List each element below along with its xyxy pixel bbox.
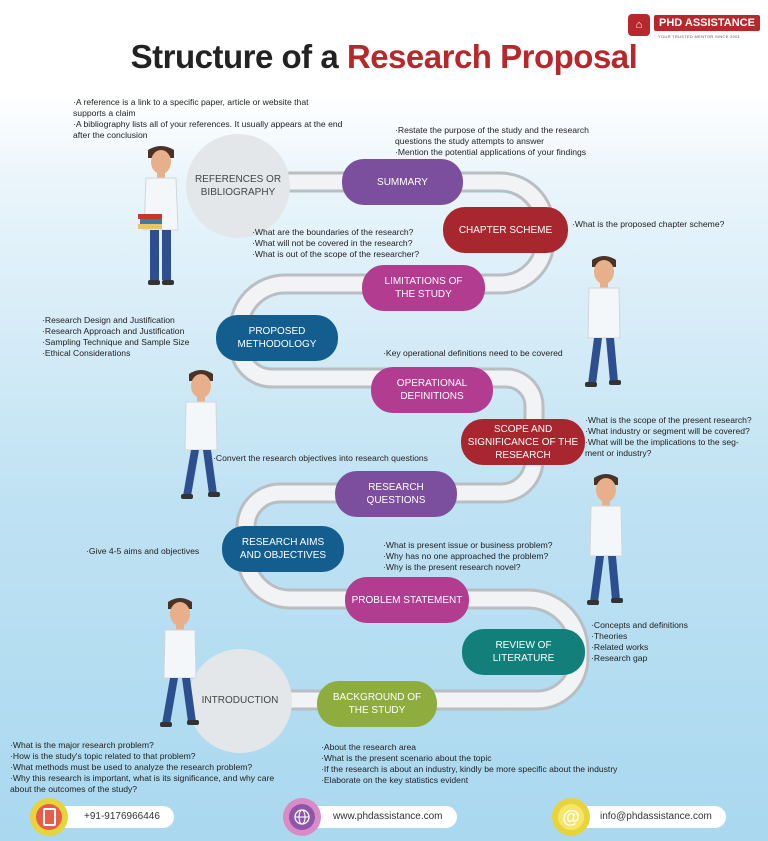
- note-line: ·Research Approach and Justification: [42, 326, 185, 336]
- stage-limitations: LIMITATIONS OF THE STUDY: [362, 265, 485, 311]
- note-line: ·Why this research is important, what is…: [10, 773, 277, 794]
- person-with-books-illustration: [138, 146, 179, 285]
- note-chapter-scheme: ·What is the proposed chapter scheme?: [572, 219, 752, 230]
- stage-operational: OPERATIONAL DEFINITIONS: [371, 367, 493, 413]
- stage-introduction-label: INTRODUCTION: [201, 695, 279, 707]
- stage-references-circle: REFERENCES OR BIBLIOGRAPHY: [186, 134, 290, 238]
- person-walking-illustration: [181, 370, 220, 499]
- stage-operational-label: OPERATIONAL DEFINITIONS: [396, 378, 468, 402]
- note-review: ·Concepts and definitions ·Theories ·Rel…: [591, 620, 711, 664]
- note-line: ·Key operational definitions need to be …: [383, 348, 563, 358]
- note-line: ·What is present issue or business probl…: [383, 540, 553, 550]
- stage-problem: PROBLEM STATEMENT: [345, 577, 469, 623]
- stage-limitations-label: LIMITATIONS OF THE STUDY: [384, 276, 463, 300]
- person-walking-illustration: [585, 256, 621, 387]
- note-line: ·What is the proposed chapter scheme?: [572, 219, 725, 229]
- stage-background: BACKGROUND OF THE STUDY: [317, 681, 437, 727]
- stage-problem-label: PROBLEM STATEMENT: [351, 594, 463, 606]
- person-walking-illustration: [587, 474, 623, 605]
- note-methodology: ·Research Design and Justification ·Rese…: [42, 315, 212, 359]
- title-part-1: Structure of a: [130, 38, 347, 75]
- stage-questions-label: RESEARCH QUESTIONS: [366, 482, 426, 506]
- logo-badge-icon: ⌂: [628, 14, 650, 36]
- note-line: ·What will be the implications to the se…: [585, 437, 739, 447]
- note-line: ·What methods must be used to analyze th…: [10, 762, 253, 772]
- stage-review-label: REVIEW OF LITERATURE: [492, 640, 555, 664]
- logo: ⌂ PHD ASSISTANCE YOUR TRUSTED MENTOR SIN…: [628, 14, 760, 40]
- globe-icon: [283, 798, 321, 836]
- title-part-2: Research Proposal: [346, 38, 638, 75]
- note-questions: ·Convert the research objectives into re…: [213, 453, 458, 464]
- note-summary: ·Restate the purpose of the study and th…: [395, 125, 620, 158]
- note-line: ·What is the major research problem?: [10, 740, 154, 750]
- note-line: ·Give 4-5 aims and objectives: [86, 546, 200, 556]
- note-line: ·Why has no one approached the problem?: [383, 551, 549, 561]
- logo-text: PHD ASSISTANCE: [654, 15, 760, 31]
- note-line: ·What is the scope of the present resear…: [585, 415, 752, 425]
- note-background: ·About the research area ·What is the pr…: [321, 742, 651, 786]
- note-line: ·Mention the potential applications of y…: [395, 147, 587, 157]
- phone-text[interactable]: +91-9176966446: [50, 806, 174, 828]
- stage-methodology: PROPOSED METHODOLOGY: [216, 315, 338, 361]
- note-line: ·What are the boundaries of the research…: [252, 227, 414, 237]
- stage-review: REVIEW OF LITERATURE: [462, 629, 585, 675]
- note-line: ment or industry?: [585, 448, 652, 458]
- stage-scope-label: SCOPE AND SIGNIFICANCE OF THE RESEARCH: [467, 423, 579, 461]
- note-line: ·Why is the present research novel?: [383, 562, 521, 572]
- note-line: ·Research Design and Justification: [42, 315, 175, 325]
- note-line: ·Sampling Technique and Sample Size: [42, 337, 190, 347]
- stage-introduction-circle: INTRODUCTION: [188, 649, 292, 753]
- stage-methodology-label: PROPOSED METHODOLOGY: [237, 326, 317, 350]
- note-line: ·What is the present scenario about the …: [321, 753, 492, 763]
- note-line: ·A bibliography lists all of your refere…: [73, 119, 345, 140]
- note-line: ·Theories: [591, 631, 628, 641]
- note-line: ·What is out of the scope of the researc…: [252, 249, 420, 259]
- note-line: ·If the research is about an industry, k…: [321, 764, 618, 774]
- note-aims: ·Give 4-5 aims and objectives: [86, 546, 216, 557]
- note-line: ·Related works: [591, 642, 649, 652]
- at-sign-icon: @: [552, 798, 590, 836]
- note-line: ·Concepts and definitions: [591, 620, 688, 630]
- note-line: ·Research gap: [591, 653, 648, 663]
- stage-chapter-scheme: CHAPTER SCHEME: [443, 207, 568, 253]
- stage-aims: RESEARCH AIMS AND OBJECTIVES: [222, 526, 344, 572]
- email-text[interactable]: info@phdassistance.com: [572, 806, 726, 828]
- note-line: ·Convert the research objectives into re…: [213, 453, 428, 463]
- phone-icon: [30, 798, 68, 836]
- stage-aims-label: RESEARCH AIMS AND OBJECTIVES: [239, 537, 327, 561]
- page-title: Structure of a Research Proposal: [0, 38, 768, 76]
- note-problem: ·What is present issue or business probl…: [383, 540, 583, 573]
- note-line: ·How is the study's topic related to tha…: [10, 751, 196, 761]
- note-references: ·A reference is a link to a specific pap…: [73, 97, 343, 141]
- note-line: ·Restate the purpose of the study and th…: [395, 125, 592, 146]
- website-text[interactable]: www.phdassistance.com: [303, 806, 457, 828]
- note-introduction: ·What is the major research problem? ·Ho…: [10, 740, 285, 795]
- note-operational: ·Key operational definitions need to be …: [383, 348, 593, 359]
- note-line: ·Ethical Considerations: [42, 348, 131, 358]
- stage-summary: SUMMARY: [342, 159, 463, 205]
- note-line: ·Elaborate on the key statistics evident: [321, 775, 469, 785]
- stage-background-label: BACKGROUND OF THE STUDY: [332, 692, 422, 716]
- stage-chapter-scheme-label: CHAPTER SCHEME: [458, 224, 553, 236]
- note-line: ·What will not be covered in the researc…: [252, 238, 413, 248]
- stage-questions: RESEARCH QUESTIONS: [335, 471, 457, 517]
- note-line: ·A reference is a link to a specific pap…: [73, 97, 311, 118]
- stage-references-label: REFERENCES OR BIBLIOGRAPHY: [194, 173, 282, 199]
- note-scope: ·What is the scope of the present resear…: [585, 415, 767, 459]
- person-walking-illustration: [160, 598, 199, 727]
- note-line: ·What industry or segment will be covere…: [585, 426, 750, 436]
- stage-scope: SCOPE AND SIGNIFICANCE OF THE RESEARCH: [461, 419, 585, 465]
- logo-tagline: YOUR TRUSTED MENTOR SINCE 2001: [658, 34, 741, 39]
- stage-summary-label: SUMMARY: [377, 176, 428, 188]
- note-limitations: ·What are the boundaries of the research…: [252, 227, 452, 260]
- note-line: ·About the research area: [321, 742, 417, 752]
